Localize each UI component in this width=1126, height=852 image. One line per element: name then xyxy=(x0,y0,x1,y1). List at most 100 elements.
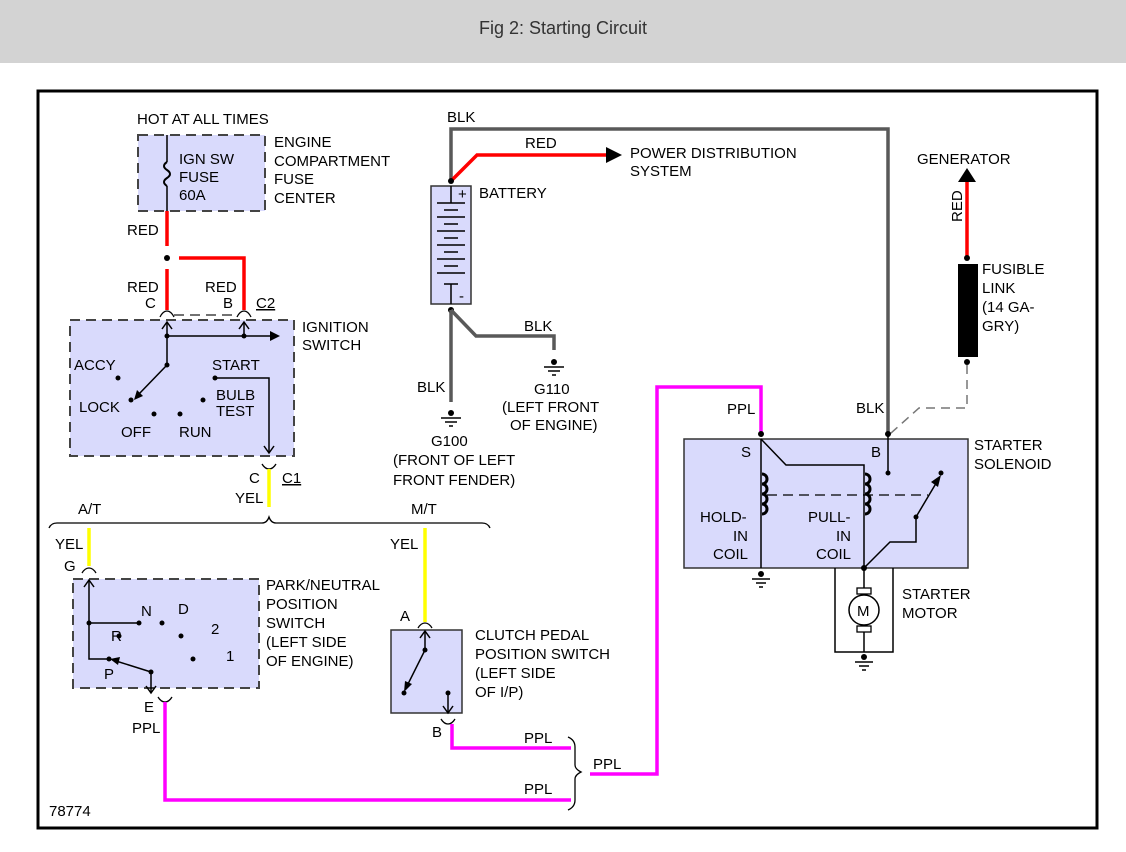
starter-motor-name: MOTOR xyxy=(902,605,958,622)
coil-label: HOLD- xyxy=(700,509,747,526)
clutch-switch-name: OF I/P) xyxy=(475,684,523,701)
diagram-id: 78774 xyxy=(49,803,91,820)
gear-position-label: 2 xyxy=(211,621,219,638)
plus-sign: + xyxy=(458,186,467,203)
ignition-switch-box xyxy=(69,319,295,457)
motor-icon xyxy=(848,594,880,626)
connector-label: C2 xyxy=(256,295,275,312)
ground-label: (LEFT FRONT xyxy=(502,399,599,416)
gear-position-label: P xyxy=(104,666,114,683)
switch-position-label: START xyxy=(212,357,260,374)
ignition-switch-name: SWITCH xyxy=(302,337,361,354)
pin-label: S xyxy=(741,444,751,461)
pn-switch-name: OF ENGINE) xyxy=(266,653,354,670)
pin-label: B xyxy=(432,724,442,741)
wire-label: YEL xyxy=(235,490,263,507)
pin-label: G xyxy=(64,558,76,575)
pull-in-coil-icon xyxy=(864,472,872,516)
fuse-center-name: COMPARTMENT xyxy=(274,153,390,170)
arrow-up-icon xyxy=(958,168,976,182)
solenoid-name: SOLENOID xyxy=(974,456,1052,473)
fuse-center: HOT AT ALL TIMES IGN SW FUSE 60A ENGINE … xyxy=(137,111,390,212)
gear-position-label: 1 xyxy=(226,648,234,665)
park-neutral-switch-box xyxy=(72,578,260,689)
coil-label: PULL- xyxy=(808,509,851,526)
fusible-link-label: FUSIBLE xyxy=(982,261,1045,278)
branch-label-mt: M/T xyxy=(411,501,437,518)
battery: BLK RED POWER DISTRIBUTION SYSTEM + - BA… xyxy=(417,109,890,434)
hold-in-coil-icon xyxy=(761,472,769,516)
arrow-icon xyxy=(606,147,622,163)
fuse-center-name: ENGINE xyxy=(274,134,332,151)
clutch-switch-name: (LEFT SIDE xyxy=(475,665,556,682)
wire-label: PPL xyxy=(727,401,755,418)
wire-label: PPL xyxy=(132,720,160,737)
clutch-switch-name: POSITION SWITCH xyxy=(475,646,610,663)
wire-label: BLK xyxy=(856,400,884,417)
starter-solenoid: S B HOLD- IN COIL PULL- IN COIL STARTER … xyxy=(683,431,1052,588)
fuse-label-line: FUSE xyxy=(179,169,219,186)
ground-g110: G110 (LEFT FRONT OF ENGINE) xyxy=(502,359,599,434)
pn-switch-name: POSITION xyxy=(266,596,338,613)
pn-switch-name: PARK/NEUTRAL xyxy=(266,577,380,594)
fuse-center-box xyxy=(137,134,266,212)
hot-at-all-times-label: HOT AT ALL TIMES xyxy=(137,111,269,128)
wire-label: RED xyxy=(127,222,159,239)
clutch-pedal-switch: YEL A CLUTCH PEDAL POSITION SWITCH (LEFT… xyxy=(390,528,610,750)
wire-label: BLK xyxy=(524,318,552,335)
ground-label: OF ENGINE) xyxy=(510,417,598,434)
fusible-link-label: (14 GA- xyxy=(982,299,1035,316)
clutch-switch-name: CLUTCH PEDAL xyxy=(475,627,589,644)
transmission-brace: A/T M/T xyxy=(48,501,491,529)
fuse-center-name: FUSE xyxy=(274,171,314,188)
connector-label: C1 xyxy=(282,470,301,487)
pds-label: SYSTEM xyxy=(630,163,692,180)
fusible-link-label: GRY) xyxy=(982,318,1019,335)
generator-fusible-link: GENERATOR RED FUSIBLE LINK (14 GA- GRY) … xyxy=(856,151,1045,435)
ground-g100: G100 (FRONT OF LEFT FRONT FENDER) xyxy=(393,410,515,489)
pin-label: E xyxy=(144,699,154,716)
red-wire-fuse-to-ignition: RED RED RED C B C2 xyxy=(127,211,275,312)
wire-label: RED xyxy=(949,190,966,222)
coil-label: IN xyxy=(836,528,851,545)
gear-position-label: N xyxy=(141,603,152,620)
switch-position-label: TEST xyxy=(216,403,254,420)
generator-label: GENERATOR xyxy=(917,151,1011,168)
ground-label: G100 xyxy=(431,433,468,450)
pin-label: A xyxy=(400,608,410,625)
coil-label: IN xyxy=(733,528,748,545)
wire-label: BLK xyxy=(417,379,445,396)
fuse-label-line: IGN SW xyxy=(179,151,235,168)
ignition-switch-name: IGNITION xyxy=(302,319,369,336)
starter-motor: M STARTER MOTOR xyxy=(834,568,971,671)
wire-label: PPL xyxy=(524,781,552,798)
wire-label: PPL xyxy=(524,730,552,747)
wire-label: PPL xyxy=(593,756,621,773)
ground-label: G110 xyxy=(534,381,570,398)
clutch-switch-box xyxy=(390,629,463,714)
starter-solenoid-box xyxy=(683,438,969,569)
park-neutral-switch: YEL G N D R 2 1 P PARK/NEUTRAL POSITION … xyxy=(55,528,571,802)
pin-label: B xyxy=(871,444,881,461)
switch-position-label: RUN xyxy=(179,424,212,441)
ground-label: FRONT FENDER) xyxy=(393,472,515,489)
switch-position-label: OFF xyxy=(121,424,151,441)
ignition-switch: ACCY LOCK OFF RUN START BULB TEST IGNITI… xyxy=(69,310,369,507)
wire-label: BLK xyxy=(447,109,475,126)
wire-label: YEL xyxy=(55,536,83,553)
pin-label: C xyxy=(145,295,156,312)
gear-position-label: R xyxy=(111,628,122,645)
figure-title: Fig 2: Starting Circuit xyxy=(478,18,648,38)
motor-symbol: M xyxy=(857,603,870,620)
pn-switch-name: SWITCH xyxy=(266,615,325,632)
gear-position-label: D xyxy=(178,601,189,618)
figure-header: Fig 2: Starting Circuit xyxy=(0,0,1126,63)
fusible-link-icon xyxy=(958,264,978,357)
wire-label: RED xyxy=(127,279,159,296)
branch-label-at: A/T xyxy=(78,501,101,518)
starter-motor-name: STARTER xyxy=(902,586,971,603)
switch-position-label: LOCK xyxy=(79,399,120,416)
wire-label: RED xyxy=(205,279,237,296)
coil-label: COIL xyxy=(816,546,851,563)
